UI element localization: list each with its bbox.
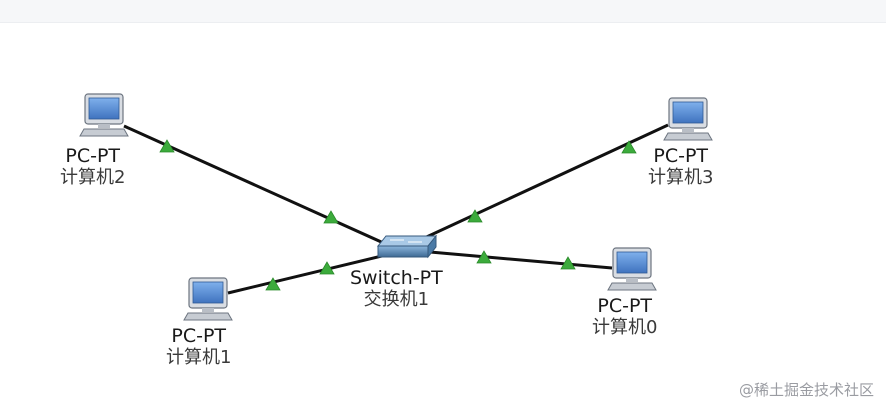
pc-icon[interactable] — [663, 97, 713, 141]
pc0-model: PC-PT — [597, 295, 653, 317]
switch-model: Switch-PT — [350, 267, 443, 289]
pc0-label: PC-PT 计算机0 — [592, 295, 658, 339]
pc-icon[interactable] — [607, 247, 657, 291]
pc3-name: 计算机3 — [648, 166, 714, 188]
link-up-triangle-icon — [265, 277, 281, 291]
pc3-label: PC-PT 计算机3 — [648, 145, 714, 189]
pc1-model: PC-PT — [171, 325, 227, 347]
link-pc1-switch[interactable] — [227, 254, 383, 295]
link-up-triangle-icon — [319, 261, 335, 275]
pc-icon[interactable] — [79, 93, 129, 137]
pc3-model: PC-PT — [653, 145, 709, 167]
link-pc3-switch[interactable] — [419, 123, 669, 242]
link-pc0-switch[interactable] — [429, 250, 613, 270]
link-up-triangle-icon — [476, 250, 492, 264]
pc2-name: 计算机2 — [60, 166, 126, 188]
switch-label: Switch-PT 交换机1 — [350, 267, 443, 311]
link-up-triangle-icon — [467, 209, 483, 223]
pc2-label: PC-PT 计算机2 — [60, 145, 126, 189]
link-up-triangle-icon — [323, 210, 339, 224]
watermark: @稀土掘金技术社区 — [738, 381, 874, 399]
switch-icon[interactable] — [376, 234, 438, 259]
link-up-triangle-icon — [560, 256, 576, 270]
pc1-name: 计算机1 — [166, 346, 232, 368]
link-pc2-switch[interactable] — [123, 124, 389, 247]
canvas-top-strip — [0, 0, 886, 23]
pc2-model: PC-PT — [65, 145, 121, 167]
pc0-name: 计算机0 — [592, 316, 658, 338]
link-up-triangle-icon — [621, 140, 637, 154]
switch-name: 交换机1 — [363, 288, 430, 310]
pc-icon[interactable] — [183, 277, 233, 321]
link-up-triangle-icon — [159, 139, 175, 153]
pc1-label: PC-PT 计算机1 — [166, 325, 232, 369]
